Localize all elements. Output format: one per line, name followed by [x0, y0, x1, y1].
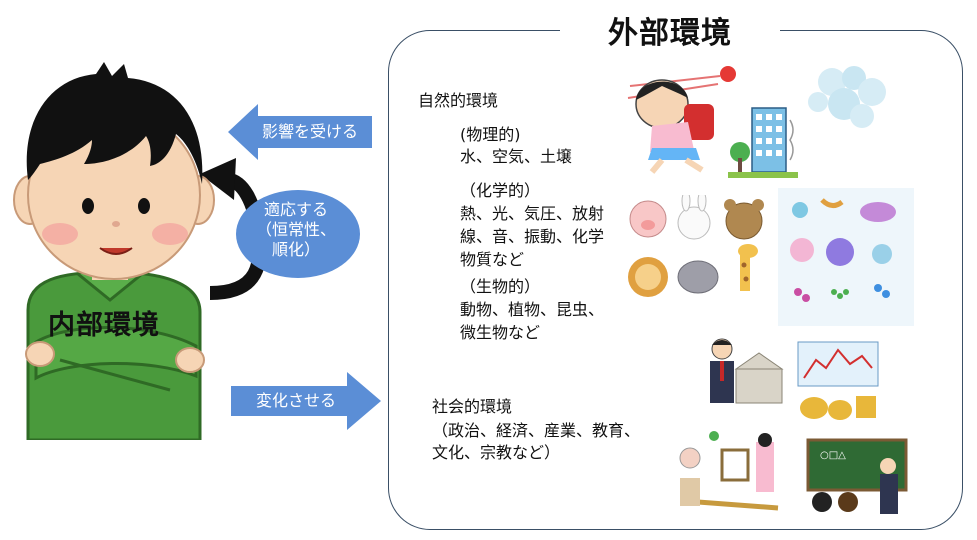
adaptation-label-line1: 適応する: [263, 200, 328, 219]
chemical-items-line1: 熱、光、気圧、放射: [460, 204, 605, 223]
chemical-items-line3: 物質など: [460, 250, 525, 269]
politics-image: [710, 338, 784, 404]
culture-image: [679, 431, 779, 511]
social-items-line2: 文化、宗教など）: [432, 443, 561, 462]
air-cloud-image: [808, 66, 886, 128]
person-illustration: [13, 62, 215, 440]
chemical-items-line2: 線、音、振動、化学: [460, 227, 605, 246]
adaptation-label: 適応する （恒常性、 順化）: [238, 200, 354, 260]
adaptation-label-line2: （恒常性、: [255, 220, 336, 239]
social-environment-heading: 社会的環境: [432, 397, 513, 416]
biological-label: （生物的）: [460, 277, 541, 296]
microorganisms-image: [778, 188, 914, 326]
education-image: ○□△: [806, 438, 908, 514]
biological-items-line2: 微生物など: [460, 323, 541, 342]
change-arrow: [231, 372, 381, 430]
building-image: [728, 107, 798, 178]
animals-image: [628, 195, 764, 297]
physical-items: 水、空気、土壌: [460, 147, 573, 166]
receive-influence-arrow: [228, 104, 372, 160]
natural-environment-heading: 自然的環境: [418, 91, 499, 110]
hot-weather-girl-image: [627, 66, 736, 174]
biological-items-line1: 動物、植物、昆虫、: [460, 300, 605, 319]
economy-image: [797, 341, 879, 420]
inner-environment-label: 内部環境: [48, 310, 160, 341]
chemical-label: （化学的）: [460, 181, 541, 200]
adaptation-label-line3: 順化）: [271, 240, 320, 259]
physical-label: (物理的): [460, 125, 521, 144]
social-items-line1: （政治、経済、産業、教育、: [432, 421, 641, 440]
change-label: 変化させる: [256, 391, 337, 410]
outer-environment-title: 外部環境: [560, 12, 780, 56]
svg-text:○□△: ○□△: [820, 450, 846, 461]
receive-influence-label: 影響を受ける: [262, 122, 359, 141]
adaptation-ellipse: [236, 190, 360, 278]
